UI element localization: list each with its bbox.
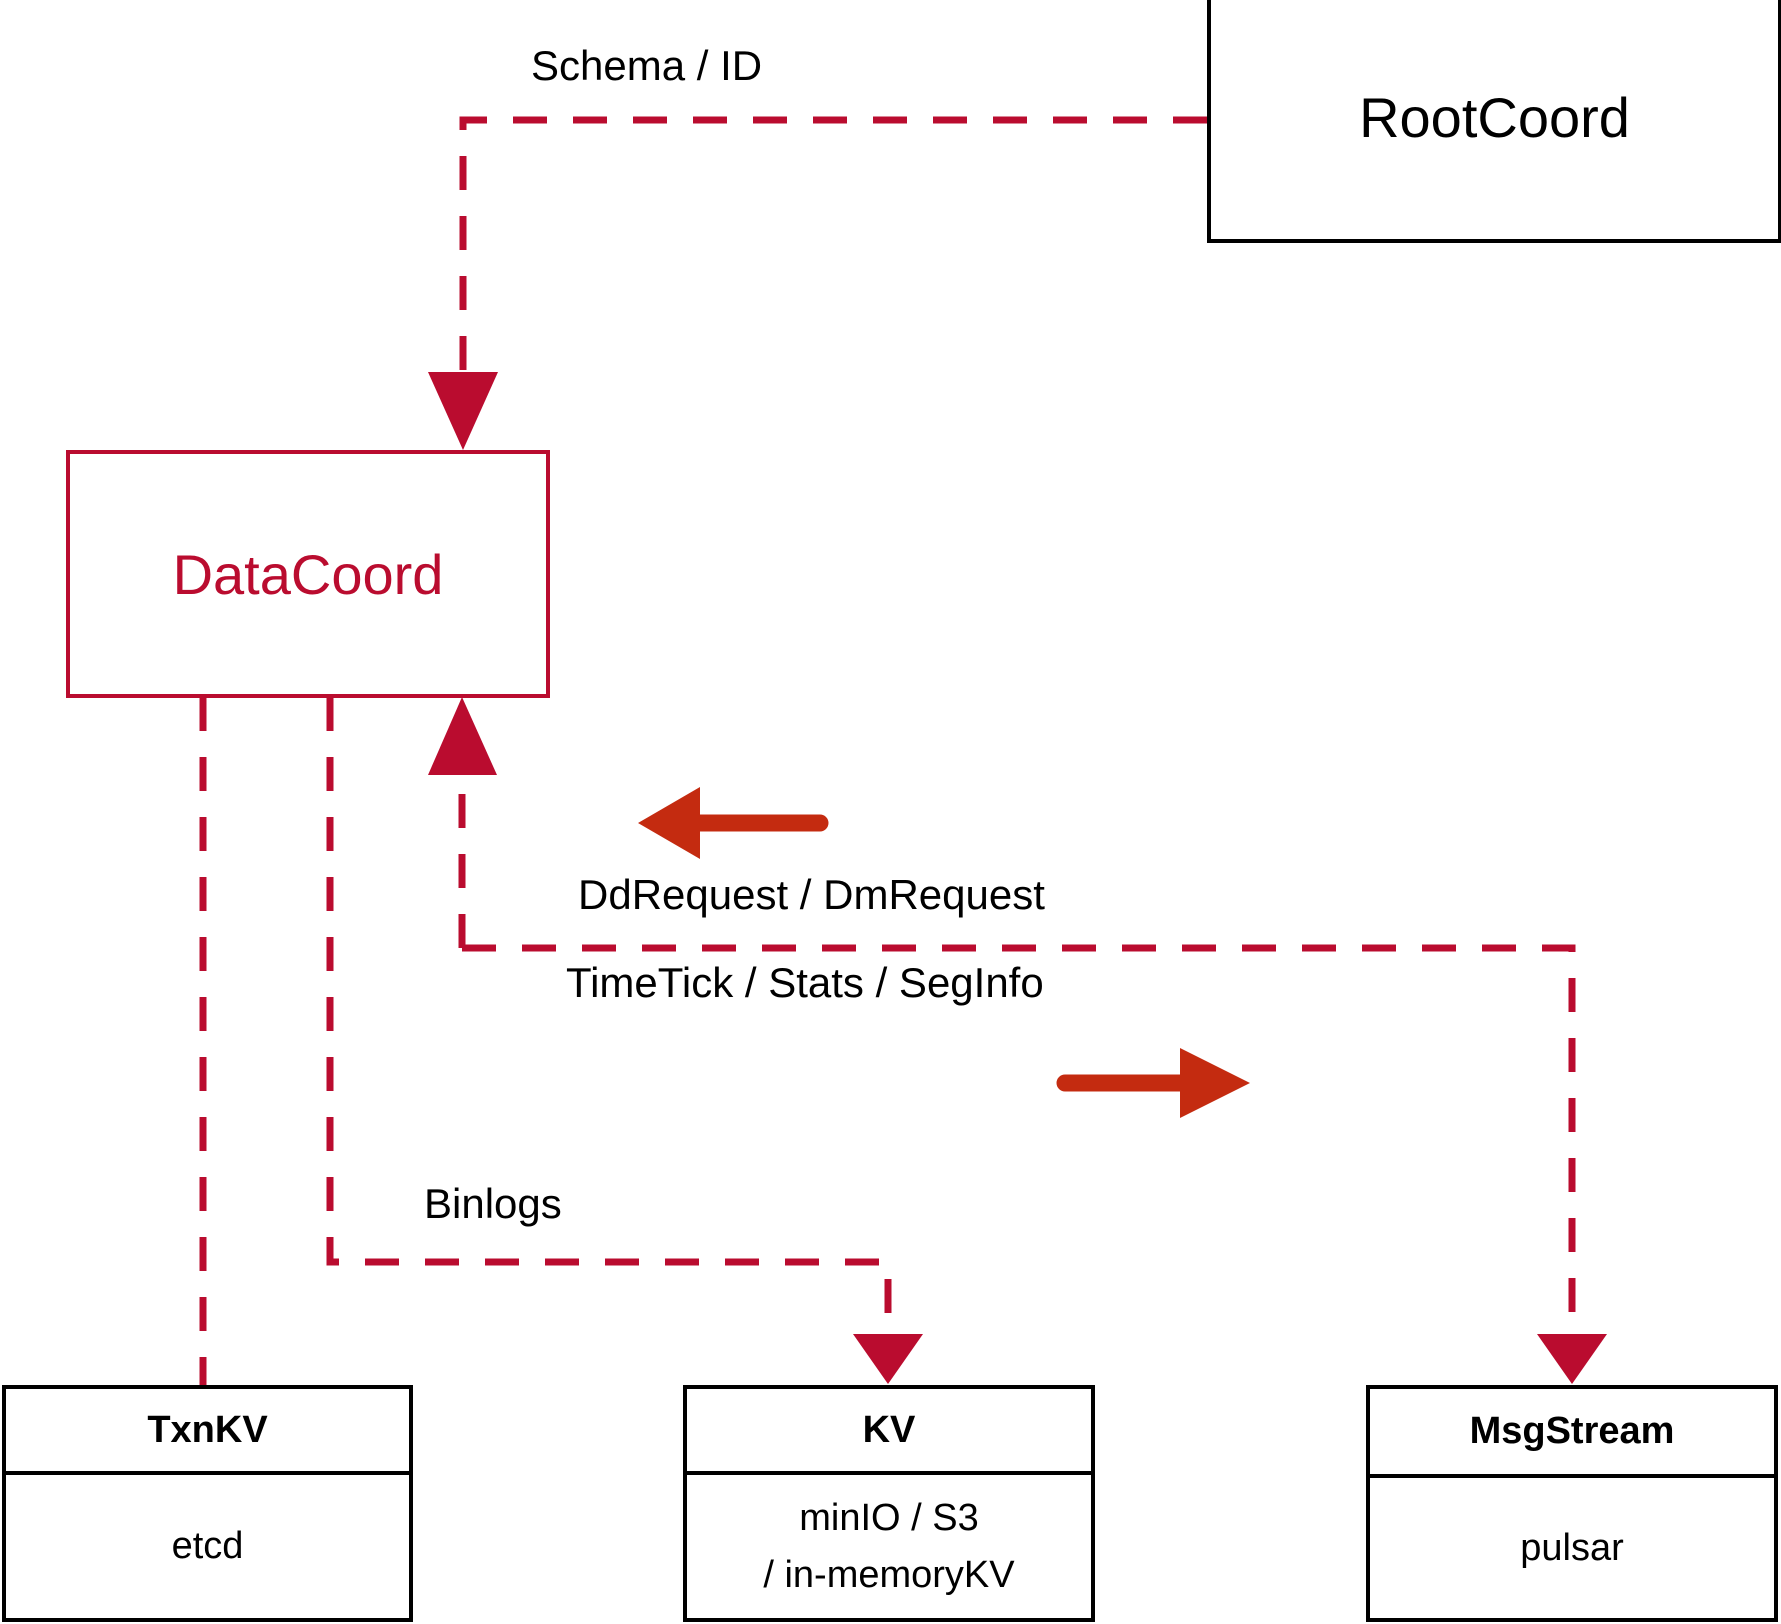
node-txnkv[interactable]: TxnKV etcd bbox=[2, 1385, 413, 1622]
node-kv-body-line1: minIO / S3 bbox=[799, 1496, 979, 1539]
node-rootcoord-label: RootCoord bbox=[1359, 86, 1630, 149]
node-rootcoord[interactable]: RootCoord bbox=[1207, 0, 1781, 243]
node-kv-body: minIO / S3 / in-memoryKV bbox=[687, 1475, 1091, 1618]
node-txnkv-body: etcd bbox=[6, 1475, 409, 1618]
edge-label-timetick-stats-seginfo: TimeTick / Stats / SegInfo bbox=[566, 959, 1044, 1006]
edge-label-binlogs: Binlogs bbox=[424, 1180, 562, 1227]
direction-arrow-left bbox=[638, 787, 829, 859]
node-msgstream-title: MsgStream bbox=[1370, 1389, 1774, 1478]
node-txnkv-body-line1: etcd bbox=[171, 1525, 244, 1567]
connector-schema-id bbox=[428, 116, 1207, 450]
node-msgstream-body-line1: pulsar bbox=[1520, 1526, 1624, 1569]
direction-arrow-right bbox=[1056, 1048, 1250, 1118]
node-kv-body-line2: / in-memoryKV bbox=[763, 1553, 1015, 1596]
node-msgstream[interactable]: MsgStream pulsar bbox=[1366, 1385, 1778, 1622]
edge-label-schema-id: Schema / ID bbox=[531, 42, 763, 89]
node-kv[interactable]: KV minIO / S3 / in-memoryKV bbox=[683, 1385, 1095, 1622]
connector-binlogs bbox=[326, 697, 923, 1384]
node-datacoord[interactable]: DataCoord bbox=[66, 450, 550, 698]
edge-label-dd-dm-request: DdRequest / DmRequest bbox=[578, 871, 1045, 918]
connector-msgstream-bus bbox=[428, 697, 1607, 1384]
node-datacoord-label: DataCoord bbox=[172, 542, 444, 606]
node-kv-title: KV bbox=[687, 1389, 1091, 1475]
node-txnkv-title: TxnKV bbox=[6, 1389, 409, 1475]
node-msgstream-body: pulsar bbox=[1370, 1478, 1774, 1618]
